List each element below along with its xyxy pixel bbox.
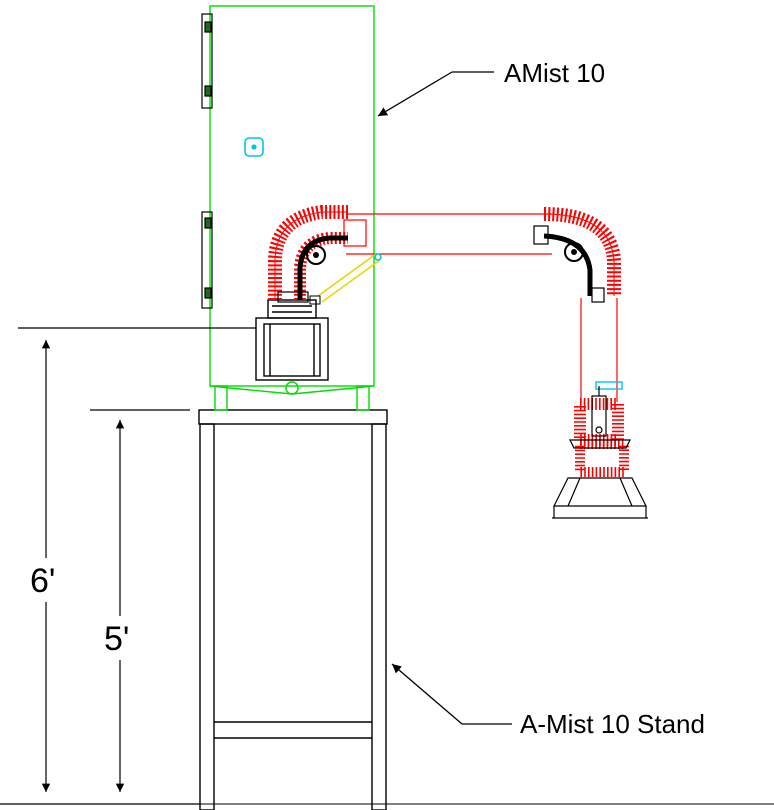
hood-assembly — [552, 381, 648, 519]
callout-unit-label: AMist 10 — [504, 58, 605, 88]
arm-tubes — [343, 213, 618, 402]
callout-unit — [377, 71, 494, 117]
unit-base-skirt — [209, 385, 375, 395]
dimension-label-stand: 5' — [104, 620, 129, 658]
unit-drain — [285, 381, 299, 395]
stand-leg-left-outer — [199, 423, 215, 810]
callout-stand-label: A-Mist 10 Stand — [520, 709, 705, 739]
indicator-light — [244, 137, 264, 157]
hinge-lower — [201, 211, 213, 309]
left-elbow-hose — [268, 205, 348, 303]
amist-unit — [209, 5, 375, 411]
hinge-upper — [201, 13, 213, 109]
inlet-box — [255, 299, 329, 381]
stand — [198, 409, 388, 810]
stand-top-plate — [198, 409, 388, 425]
hinges — [201, 13, 213, 309]
callout-stand — [391, 663, 512, 725]
right-elbow-hose — [533, 207, 621, 303]
unit-foot-right — [356, 385, 370, 411]
dimension-stand — [90, 409, 190, 792]
dimension-label-overall: 6' — [30, 562, 55, 600]
stand-leg-right-outer — [371, 423, 387, 810]
unit-cabinet — [209, 5, 375, 387]
support-arm — [309, 253, 382, 305]
unit-foot-left — [214, 385, 228, 411]
